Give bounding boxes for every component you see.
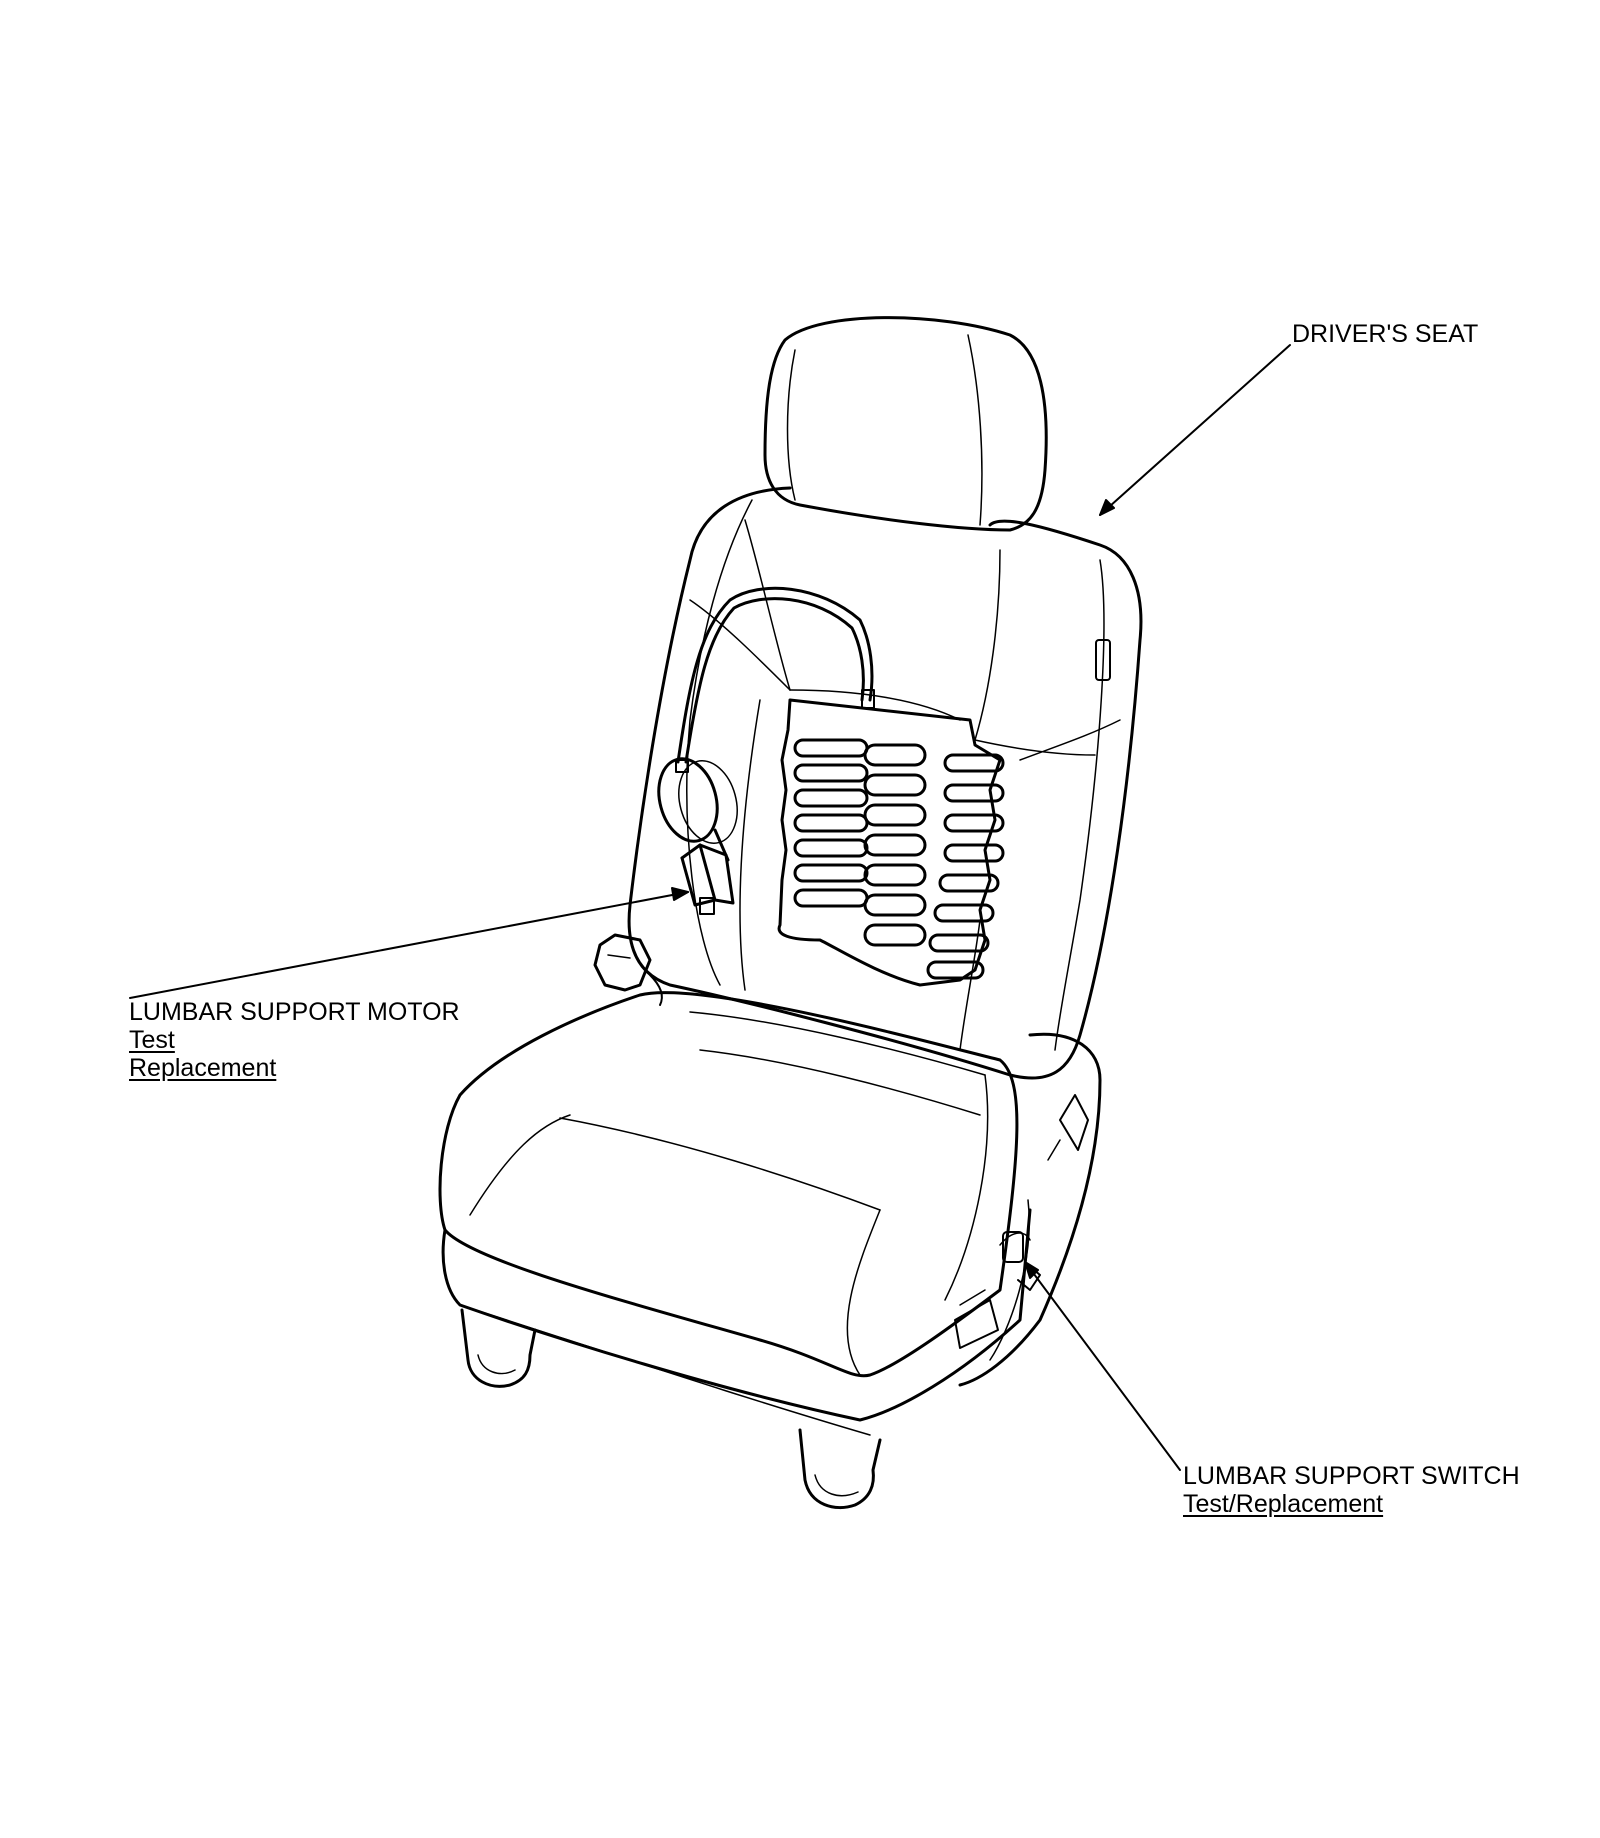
belt-buckle xyxy=(593,933,663,1006)
lumbar-switch-test-replacement-link[interactable]: Test/Replacement xyxy=(1183,1490,1384,1518)
seat-cushion xyxy=(438,991,1019,1378)
headrest xyxy=(763,316,1048,532)
lumbar-motor-title: LUMBAR SUPPORT MOTOR xyxy=(129,998,460,1026)
drivers-seat-label: DRIVER'S SEAT xyxy=(1292,320,1478,348)
leader-motor xyxy=(129,891,689,999)
leader-switch xyxy=(1024,1261,1181,1471)
arrow-switch xyxy=(1024,1261,1039,1279)
lumbar-motor-replacement-link[interactable]: Replacement xyxy=(129,1054,277,1082)
arrow-drivers-seat xyxy=(1099,499,1115,516)
leader-lines xyxy=(129,344,1291,1471)
lumbar-switch-label: LUMBAR SUPPORT SWITCH Test/Replacement xyxy=(1183,1462,1520,1518)
leader-drivers-seat xyxy=(1099,344,1291,516)
lumbar-cable xyxy=(675,586,875,773)
lumbar-motor-label: LUMBAR SUPPORT MOTOR Test Replacement xyxy=(129,998,460,1082)
arrow-motor xyxy=(671,887,689,901)
lumbar-switch-title: LUMBAR SUPPORT SWITCH xyxy=(1183,1462,1520,1490)
lumbar-support-pad xyxy=(777,698,1005,987)
seat-base xyxy=(441,1032,1102,1436)
seat-back xyxy=(627,486,1143,1080)
drivers-seat-title: DRIVER'S SEAT xyxy=(1292,320,1479,348)
lumbar-support-motor xyxy=(657,757,738,915)
lumbar-motor-test-link[interactable]: Test xyxy=(129,1026,175,1054)
seat-feet xyxy=(460,1308,882,1510)
